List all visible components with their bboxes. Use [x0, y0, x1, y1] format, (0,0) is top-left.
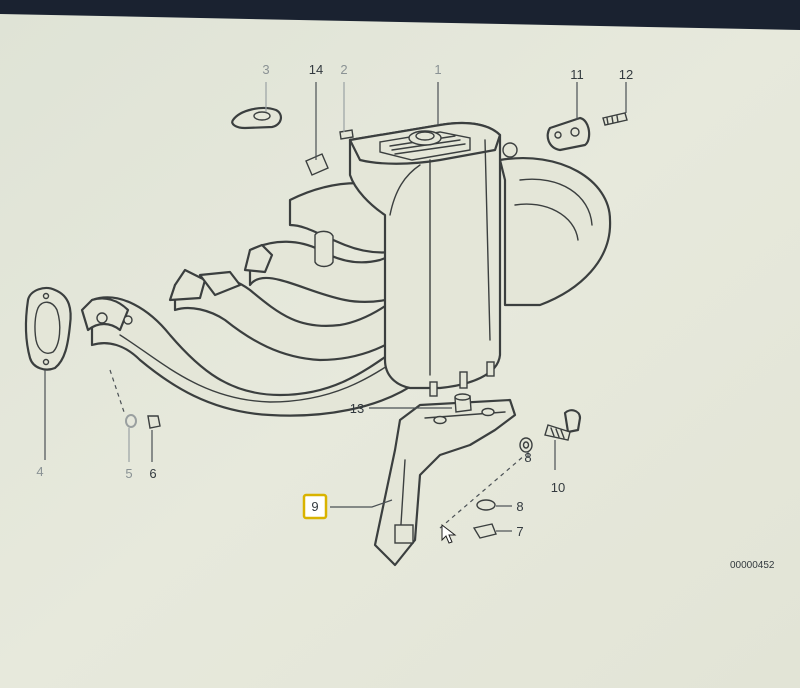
manifold-drawing [24, 106, 628, 567]
leader-lines [44, 82, 627, 532]
callout-9: 9 [311, 499, 318, 514]
callout-6: 6 [149, 466, 156, 481]
callout-4: 4 [36, 464, 43, 479]
mouse-cursor-icon [441, 523, 457, 544]
callout-1: 1 [434, 62, 441, 77]
callouts: 3 14 2 1 11 12 4 5 6 13 8 10 8 7 9 00000… [36, 62, 775, 571]
callout-13: 13 [350, 401, 364, 416]
callout-12: 12 [619, 67, 633, 82]
callout-14: 14 [309, 62, 323, 77]
callout-5: 5 [125, 466, 132, 481]
callout-2: 2 [340, 62, 347, 77]
callout-9-highlight[interactable]: 9 [302, 493, 328, 520]
callout-3: 3 [262, 62, 269, 77]
callout-10: 10 [551, 480, 565, 495]
callout-8-upper: 8 [524, 450, 531, 465]
callout-8-lower: 8 [516, 499, 523, 514]
callout-7: 7 [516, 524, 523, 539]
callout-11: 11 [570, 67, 584, 82]
reference-code: 00000452 [730, 560, 775, 571]
